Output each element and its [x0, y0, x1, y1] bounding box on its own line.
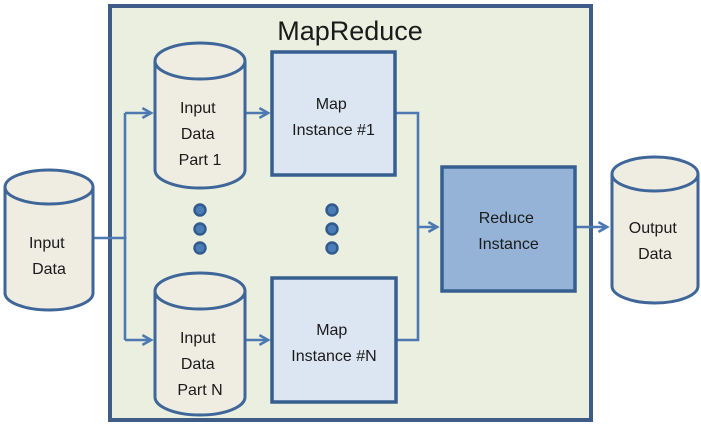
node-output-data: Output Data — [610, 155, 700, 305]
ellipsis-dot — [193, 203, 207, 217]
node-label-map-instance-1: Map Instance #1 — [292, 96, 375, 139]
ellipsis-dot — [193, 222, 207, 236]
node-input-part-1: Input Data Part 1 — [153, 41, 247, 190]
cylinder-top — [153, 41, 247, 81]
ellipsis-dots-input-parts — [193, 203, 207, 255]
process-box — [270, 276, 398, 404]
ellipsis-dot — [325, 222, 339, 236]
node-label-reduce-instance: Reduce Instance — [478, 210, 539, 253]
cylinder-top — [153, 271, 247, 311]
node-label-output-data: Output Data — [629, 220, 681, 263]
node-label-map-instance-n: Map Instance #N — [291, 322, 376, 365]
cylinder-body — [153, 61, 247, 190]
process-box — [440, 165, 577, 293]
cylinder-top — [3, 168, 95, 206]
node-label-input-data: Input Data — [29, 235, 69, 278]
node-reduce-instance: Reduce Instance — [440, 165, 577, 293]
node-input-part-n: Input Data Part N — [153, 271, 247, 417]
ellipsis-dot — [193, 241, 207, 255]
process-box — [270, 50, 397, 177]
node-input-data: Input Data — [3, 168, 95, 312]
ellipsis-dot — [325, 241, 339, 255]
diagram-title: MapReduce — [277, 16, 423, 46]
node-map-instance-1: Map Instance #1 — [270, 50, 397, 177]
ellipsis-dots-map-instances — [325, 203, 339, 255]
cylinder-body — [153, 291, 247, 417]
cylinder-body — [610, 174, 700, 305]
node-label-input-part-n: Input Data Part N — [177, 330, 222, 399]
cylinder-top — [610, 155, 700, 193]
node-map-instance-n: Map Instance #N — [270, 276, 398, 404]
ellipsis-dot — [325, 203, 339, 217]
connectors — [93, 113, 606, 340]
node-label-input-part-1: Input Data Part 1 — [179, 100, 222, 169]
cylinder-body — [3, 187, 95, 312]
